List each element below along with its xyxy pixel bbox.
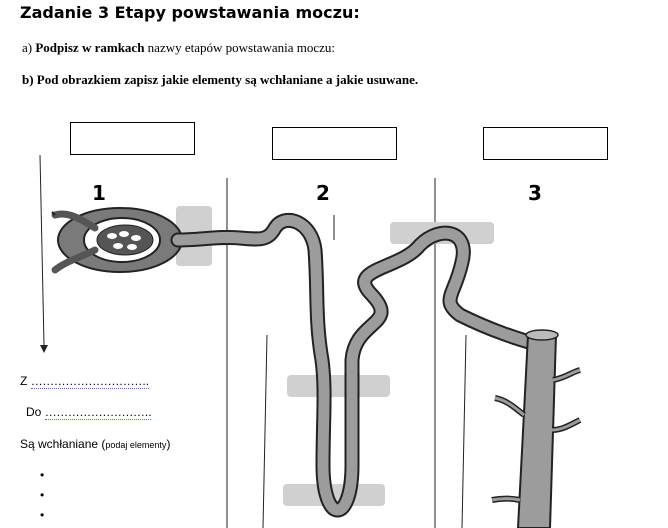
task-a-rest: nazwy etapów powstawania moczu: [144,40,336,55]
absorbed-label: Są wchłaniane (podaj elementy) [20,437,170,451]
from-dots: …………………………. [30,374,149,389]
nephron-tubule [170,212,548,518]
glomerulus-illustration [51,207,183,274]
bullet-item[interactable] [40,468,44,488]
task-b-instruction: b) Pod obrazkiem zapisz jakie elementy s… [22,72,419,87]
stage-3-answer-box[interactable] [483,127,608,160]
absorbed-bullet-list [40,468,44,528]
stage-number-3: 3 [528,181,542,205]
from-label: Z [20,374,28,388]
stage-2-answer-box[interactable] [272,127,397,160]
from-field[interactable]: Z …………………………. [20,374,149,389]
collecting-duct [491,329,582,528]
task-a-instruction: a) Podpisz w ramkach nazwy etapów powsta… [22,40,335,56]
to-dots: ………………………. [44,405,152,420]
to-field[interactable]: Do ………………………. [26,405,152,420]
to-label: Do [26,405,42,419]
absorbed-close: ) [166,437,171,451]
page-title: Zadanie 3 Etapy powstawania moczu: [20,3,360,22]
task-a-prefix: a) [22,40,36,55]
absorbed-hint: podaj elementy [105,440,167,450]
stage-1-answer-box[interactable] [70,122,195,155]
task-a-bold: Podpisz w ramkach [35,40,145,55]
bullet-item[interactable] [40,508,44,528]
bullet-item[interactable] [40,488,44,508]
stage-number-1: 1 [92,181,106,205]
stage-number-2: 2 [316,181,330,205]
absorbed-text: Są wchłaniane ( [20,437,106,451]
